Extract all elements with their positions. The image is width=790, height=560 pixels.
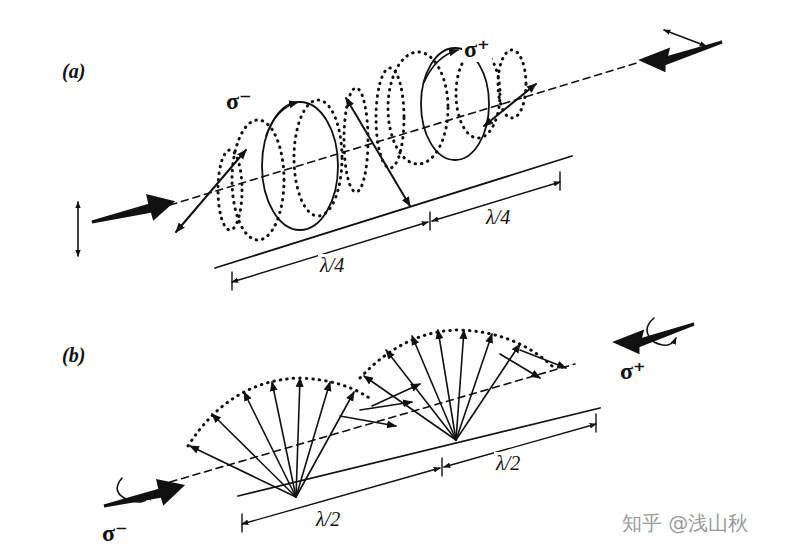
dimension-label: λ/2	[494, 452, 522, 474]
polarization-label: σ⁻	[224, 88, 254, 114]
polarization-label: σ⁺	[462, 36, 492, 62]
part-label: (b)	[60, 344, 87, 366]
dimension-label: λ/4	[484, 206, 512, 228]
polarization-label: σ⁺	[618, 358, 648, 384]
polarization-label: σ⁻	[100, 520, 130, 546]
dimension-label: λ/2	[314, 508, 342, 530]
watermark: 知乎 @浅山秋	[620, 512, 750, 534]
part-label: (a)	[60, 60, 87, 82]
dimension-label: λ/4	[318, 254, 346, 276]
